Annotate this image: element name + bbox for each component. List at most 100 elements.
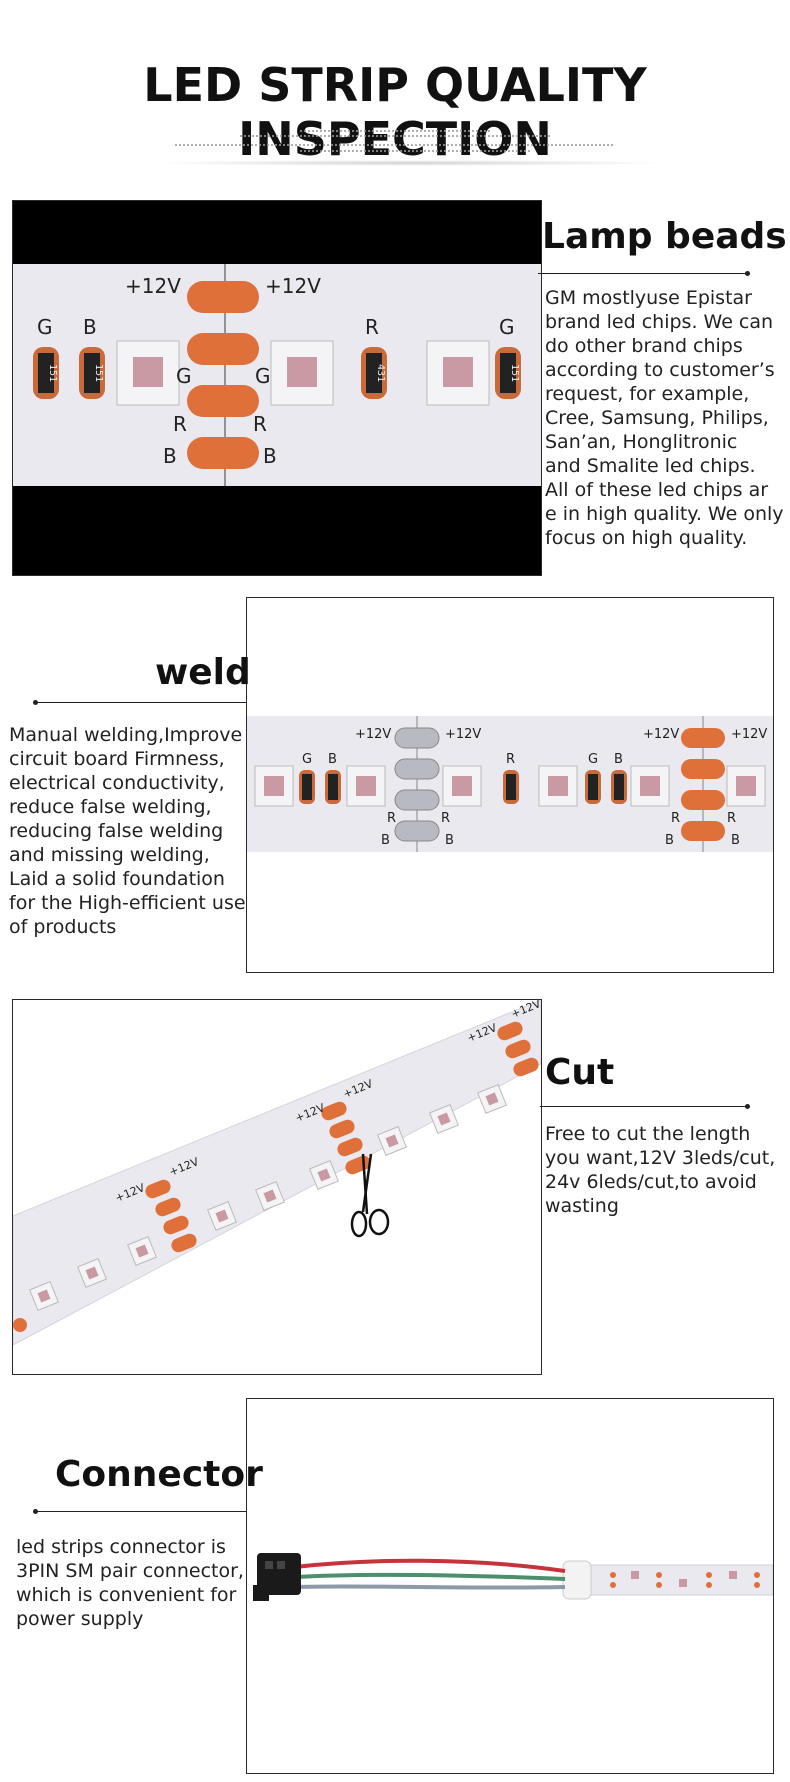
solder-pad bbox=[187, 333, 259, 365]
label-b: B bbox=[328, 752, 337, 767]
chip-code: 431 bbox=[375, 364, 386, 382]
unwelded-pads bbox=[681, 728, 725, 841]
label-b: B bbox=[731, 833, 740, 848]
rule-dot bbox=[33, 700, 38, 705]
cut-strip-illustration: +12V +12V +12V +12V +12V +12V bbox=[13, 1000, 541, 1346]
label-r-right: R bbox=[253, 412, 267, 436]
desc-line: do other brand chips bbox=[545, 335, 743, 357]
resistors bbox=[299, 770, 627, 804]
desc-line: San’an, Honglitronic bbox=[545, 431, 738, 453]
desc-line: you want,12V 3leds/cut, bbox=[545, 1147, 776, 1169]
heading-rule bbox=[36, 1511, 246, 1512]
label-g: G bbox=[588, 752, 598, 767]
rule-dot bbox=[745, 1104, 750, 1109]
resistor bbox=[33, 347, 59, 399]
scissors-icon bbox=[350, 1153, 390, 1238]
desc-line: and Smalite led chips. bbox=[545, 455, 756, 477]
resistor bbox=[361, 347, 387, 399]
label-r: R bbox=[671, 811, 680, 826]
desc-line: e in high quality. We only bbox=[545, 503, 784, 525]
connector-illustration bbox=[253, 1553, 773, 1601]
label-r: R bbox=[506, 752, 515, 767]
pad-label-12v-left: +12V bbox=[125, 274, 181, 298]
heading-rule bbox=[540, 1106, 750, 1107]
desc-line: according to customer’s bbox=[545, 359, 775, 381]
desc-line: led strips connector is bbox=[16, 1536, 226, 1558]
lamp-beads-description: GM mostlyuse Epistar brand led chips. We… bbox=[545, 286, 785, 550]
desc-line: Free to cut the length bbox=[545, 1123, 751, 1145]
label-b: B bbox=[381, 833, 390, 848]
label-r: R bbox=[727, 811, 736, 826]
desc-line: wasting bbox=[545, 1195, 619, 1217]
desc-line: circuit board Firmness, bbox=[9, 748, 225, 770]
desc-line: focus on high quality. bbox=[545, 527, 748, 549]
label-g: G bbox=[499, 315, 515, 339]
pad-label-12v: +12V bbox=[445, 727, 481, 742]
section-heading-connector: Connector bbox=[55, 1454, 263, 1495]
section-heading-weld: weld bbox=[155, 652, 251, 693]
desc-line: 24v 6leds/cut,to avoid bbox=[545, 1171, 757, 1193]
title-fineprint-line bbox=[175, 144, 615, 146]
desc-line: Cree, Samsung, Philips, bbox=[545, 407, 769, 429]
solder-pad bbox=[187, 385, 259, 417]
weld-description: Manual welding,Improve circuit board Fir… bbox=[9, 723, 246, 939]
solder-pad bbox=[187, 281, 259, 313]
lamp-beads-image: +12V +12V G B R G G G R R B B 151 151 43… bbox=[12, 200, 542, 576]
diagonal-strip bbox=[13, 1000, 541, 1346]
weld-strip-illustration: +12V +12V +12V +12V G B R G B R R B B R … bbox=[247, 716, 773, 852]
desc-line: 3PIN SM pair connector, bbox=[16, 1560, 244, 1582]
title-fineprint-line bbox=[300, 130, 490, 132]
section-heading-lamp-beads: Lamp beads bbox=[542, 216, 787, 257]
rule-dot bbox=[745, 271, 750, 276]
desc-line: Manual welding,Improve bbox=[9, 724, 243, 746]
desc-line: and missing welding, bbox=[9, 844, 210, 866]
led-chip bbox=[270, 340, 334, 406]
label-r: R bbox=[387, 811, 396, 826]
desc-line: brand led chips. We can bbox=[545, 311, 774, 333]
led-chips bbox=[254, 765, 766, 807]
desc-line: GM mostlyuse Epistar bbox=[545, 287, 752, 309]
title-fineprint-line bbox=[300, 150, 530, 152]
wires bbox=[294, 1558, 566, 1590]
cut-image: +12V +12V +12V +12V +12V +12V bbox=[12, 999, 542, 1375]
page-title: LED STRIP QUALITY INSPECTION bbox=[143, 58, 647, 166]
label-r: R bbox=[441, 811, 450, 826]
heading-rule bbox=[36, 702, 246, 703]
pad-label-12v: +12V bbox=[643, 727, 679, 742]
desc-line: for the High-efficient use bbox=[9, 892, 246, 914]
resistor bbox=[495, 347, 521, 399]
label-b-right: B bbox=[263, 444, 277, 468]
section-heading-cut: Cut bbox=[545, 1052, 615, 1093]
label-b: B bbox=[614, 752, 623, 767]
chip-code: 151 bbox=[509, 364, 520, 382]
label-b: B bbox=[445, 833, 454, 848]
pad-label-12v: +12V bbox=[355, 727, 391, 742]
led-chip bbox=[426, 340, 490, 406]
desc-line: reducing false welding bbox=[9, 820, 224, 842]
heading-rule bbox=[538, 273, 750, 274]
lamp-beads-strip-illustration: +12V +12V G B R G G G R R B B 151 151 43… bbox=[13, 201, 541, 575]
label-g: G bbox=[37, 315, 53, 339]
desc-line: which is convenient for bbox=[16, 1584, 237, 1606]
label-g-left: G bbox=[176, 364, 192, 388]
desc-line: electrical conductivity, bbox=[9, 772, 225, 794]
desc-line: power supply bbox=[16, 1608, 144, 1630]
desc-line: All of these led chips ar bbox=[545, 479, 769, 501]
desc-line: Laid a solid foundation bbox=[9, 868, 225, 890]
desc-line: request, for example, bbox=[545, 383, 750, 405]
label-g-right: G bbox=[255, 364, 271, 388]
rule-dot bbox=[33, 1509, 38, 1514]
led-chip bbox=[116, 340, 180, 406]
connector-plug-icon bbox=[253, 1553, 301, 1601]
connector-description: led strips connector is 3PIN SM pair con… bbox=[16, 1535, 246, 1631]
welded-joints bbox=[394, 727, 440, 842]
desc-line: reduce false welding, bbox=[9, 796, 212, 818]
solder-pad bbox=[187, 437, 259, 469]
label-b-left: B bbox=[163, 444, 177, 468]
resistor bbox=[79, 347, 105, 399]
desc-line: of products bbox=[9, 916, 117, 938]
label-g: G bbox=[302, 752, 312, 767]
cut-description: Free to cut the length you want,12V 3led… bbox=[545, 1122, 785, 1218]
label-r: R bbox=[365, 315, 379, 339]
weld-image: +12V +12V +12V +12V G B R G B R R B B R … bbox=[246, 597, 774, 973]
